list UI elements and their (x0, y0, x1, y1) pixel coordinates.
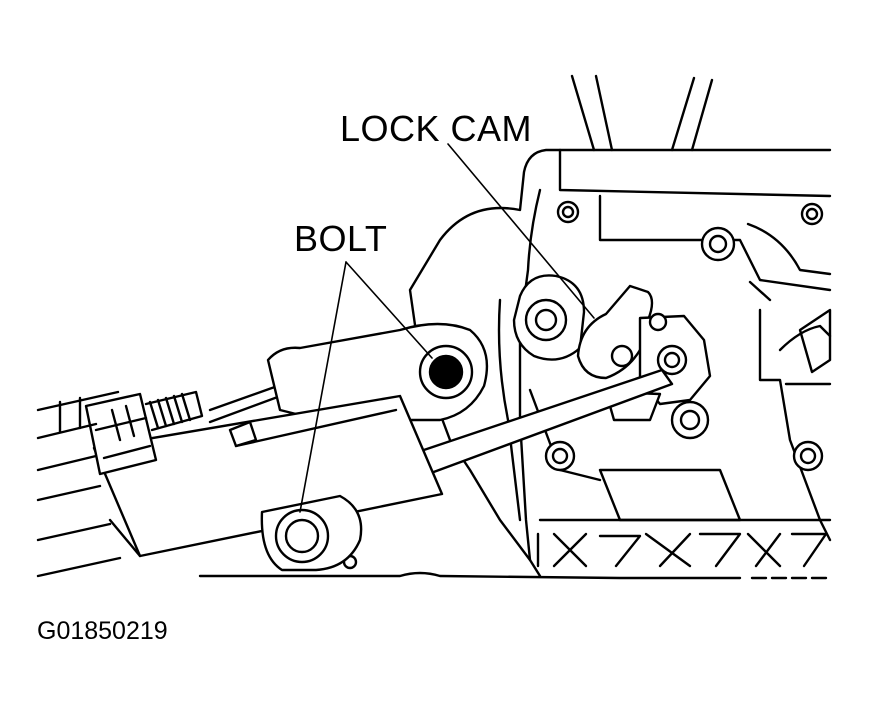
bolt-label: BOLT (294, 218, 388, 259)
cable-bracket (266, 322, 489, 422)
cable-spring (144, 390, 204, 432)
housing-bolts (342, 200, 824, 570)
housing-ribs (536, 532, 828, 568)
figure-code: G01850219 (37, 617, 168, 645)
leader-lines (299, 143, 595, 513)
shifter-housing (408, 148, 832, 578)
lock-cam-label: LOCK CAM (340, 108, 533, 149)
shift-lever (570, 74, 714, 152)
cable-conduit (36, 390, 142, 578)
cable-connector (84, 392, 158, 476)
lower-bolt-boss (260, 494, 363, 572)
ground-line (198, 571, 832, 580)
lock-cam-mount-bolt (512, 274, 586, 361)
